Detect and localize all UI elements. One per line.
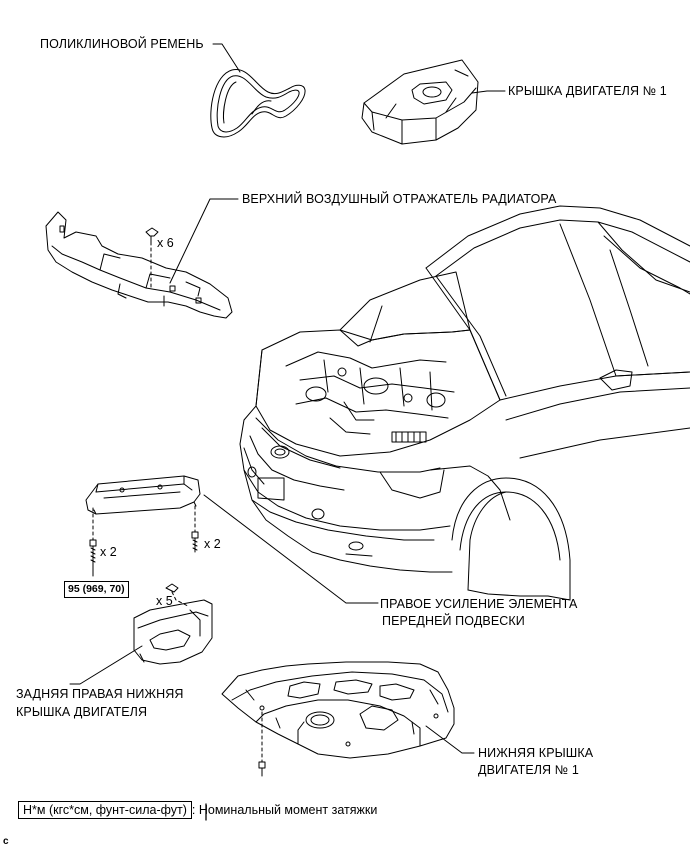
- rear-under-cover-leader: [70, 646, 142, 684]
- radiator-air-guide-leader: [170, 199, 238, 283]
- vehicle-drawing: [240, 206, 690, 600]
- reinforcement-bolt-right: [192, 506, 198, 552]
- rear-under-cover-drawing: [134, 600, 212, 664]
- rear-under-cover-label-line2: КРЫШКА ДВИГАТЕЛЯ: [16, 705, 148, 719]
- engine-under-cover-label-line1: НИЖНЯЯ КРЫШКА: [478, 746, 594, 760]
- radiator-air-guide-label: ВЕРХНИЙ ВОЗДУШНЫЙ ОТРАЖАТЕЛЬ РАДИАТОРА: [242, 192, 557, 206]
- reinforcement-bolt-left-quantity: x 2: [100, 545, 117, 559]
- engine-under-cover-leader: [426, 726, 474, 753]
- poly-v-belt-leader: [213, 44, 240, 72]
- air-guide-clip-quantity: x 6: [157, 236, 174, 250]
- figure-code: c: [3, 836, 9, 847]
- reinforcement-drawing: [86, 476, 200, 514]
- engine-cover-drawing: [362, 60, 478, 144]
- engine-cover-leader: [472, 91, 505, 93]
- engine-under-cover-drawing: [222, 662, 454, 758]
- reinforcement-leader: [204, 495, 378, 603]
- rear-under-cover-clip: [166, 584, 188, 606]
- poly-v-belt-label: ПОЛИКЛИНОВОЙ РЕМЕНЬ: [40, 37, 204, 51]
- radiator-air-guide-drawing: [46, 212, 232, 318]
- engine-cover-label: КРЫШКА ДВИГАТЕЛЯ № 1: [508, 84, 667, 98]
- reinforcement-label-line1: ПРАВОЕ УСИЛЕНИЕ ЭЛЕМЕНТА: [380, 597, 578, 611]
- reinforcement-bolt-left: [90, 508, 96, 576]
- rear-under-cover-label-line1: ЗАДНЯЯ ПРАВАЯ НИЖНЯЯ: [16, 687, 184, 701]
- torque-legend-description: Номинальный момент затяжки: [198, 803, 378, 817]
- torque-legend-unit: Н*м (кгс*см, фунт-сила-фут): [18, 801, 192, 819]
- reinforcement-label-line2: ПЕРЕДНЕЙ ПОДВЕСКИ: [382, 614, 525, 628]
- reinforcement-bolt-right-quantity: x 2: [204, 537, 221, 551]
- engine-under-cover-bolt: [259, 712, 265, 776]
- engine-under-cover-label-line2: ДВИГАТЕЛЯ № 1: [478, 763, 579, 777]
- poly-v-belt-drawing: [211, 69, 305, 136]
- reinforcement-torque-value: 95 (969, 70): [64, 581, 129, 598]
- rear-cover-clip-quantity: x 5: [156, 594, 173, 608]
- torque-legend: Н*м (кгс*см, фунт-сила-фут): Номинальный…: [18, 801, 378, 819]
- torque-legend-separator: :: [191, 803, 196, 817]
- radiator-air-guide-clip: [146, 228, 158, 290]
